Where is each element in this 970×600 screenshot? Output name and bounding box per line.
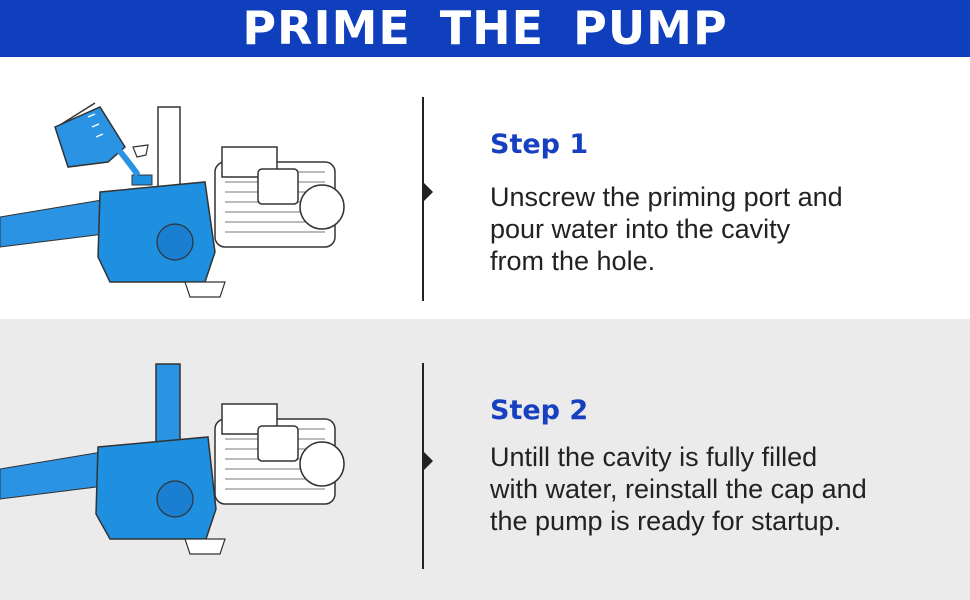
step-2-line: with water, reinstall the cap and <box>490 474 867 504</box>
pump-pouring-water-illustration <box>0 102 345 298</box>
step-2-section: Step 2 Untill the cavity is fully filled… <box>0 319 970 600</box>
page-title: PRIME THE PUMP <box>242 1 728 55</box>
step-1-line: pour water into the cavity <box>490 214 791 244</box>
step-2-title: Step 2 <box>490 395 589 426</box>
step-1-title: Step 1 <box>490 129 589 160</box>
triangle-pointer-icon <box>424 183 433 201</box>
step-1-line: Unscrew the priming port and <box>490 182 843 212</box>
divider-line <box>422 363 424 569</box>
step-1-section: Step 1 Unscrew the priming port and pour… <box>0 57 970 319</box>
step-1-line: from the hole. <box>490 246 656 276</box>
step-2-line: Untill the cavity is fully filled <box>490 442 818 472</box>
step-2-description: Untill the cavity is fully filled with w… <box>490 441 950 537</box>
step-1-description: Unscrew the priming port and pour water … <box>490 181 950 277</box>
pump-filled-illustration <box>0 363 345 555</box>
step-2-line: the pump is ready for startup. <box>490 506 842 536</box>
triangle-pointer-icon <box>424 452 433 470</box>
header-banner: PRIME THE PUMP <box>0 0 970 57</box>
divider-line <box>422 97 424 301</box>
